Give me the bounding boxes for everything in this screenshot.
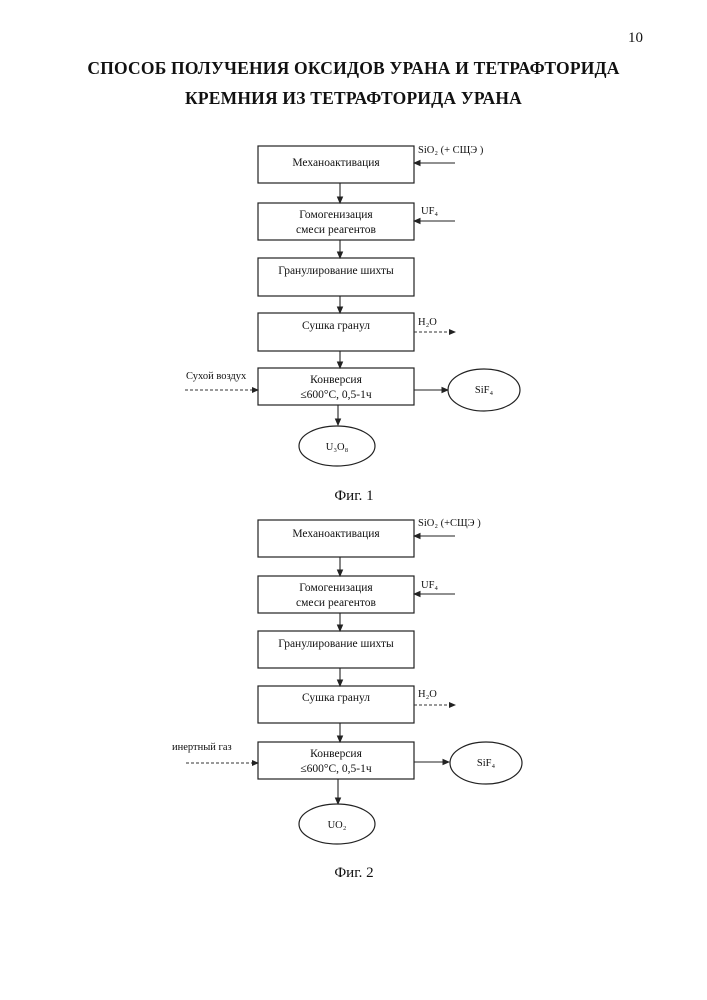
input-sio2-label: SiO₂ (+ СЩЭ )	[418, 145, 484, 156]
step-label: Гранулирование шихты	[278, 265, 394, 277]
figure-2: Механоактивация Гомогенизация смеси реаг…	[172, 518, 522, 881]
input-uf4-label: UF₄	[421, 580, 438, 591]
step-label: Конверсия	[310, 748, 362, 760]
step-label: Гомогенизация	[299, 582, 373, 594]
step-label: Конверсия	[310, 374, 362, 386]
input-gas-label: инертный газ	[172, 742, 232, 753]
step-drying	[258, 313, 414, 351]
step-label: смеси реагентов	[296, 597, 376, 609]
step-label: Сушка гранул	[302, 320, 370, 332]
step-granulation	[258, 258, 414, 296]
input-gas-label: Сухой воздух	[186, 371, 247, 382]
step-label: ≤600°С, 0,5-1ч	[300, 763, 372, 775]
output-h2o-label: H₂O	[418, 317, 437, 328]
figure-1: Механоактивация Гомогенизация смеси реаг…	[185, 145, 520, 504]
step-label: Механоактивация	[292, 528, 380, 540]
input-uf4-label: UF₄	[421, 206, 438, 217]
step-label: Гомогенизация	[299, 209, 373, 221]
step-label: Сушка гранул	[302, 692, 370, 704]
step-label: Механоактивация	[292, 157, 380, 169]
output-sif4-label: SiF₄	[475, 385, 494, 396]
input-sio2-label: SiO₂ (+СЩЭ )	[418, 518, 481, 529]
step-label: ≤600°С, 0,5-1ч	[300, 389, 372, 401]
step-label: смеси реагентов	[296, 224, 376, 236]
product-label: U₃O₈	[326, 442, 349, 453]
output-sif4-label: SiF₄	[477, 758, 496, 769]
output-h2o-label: H₂O	[418, 689, 437, 700]
product-label: UO₂	[328, 820, 347, 831]
figure-caption: Фиг. 1	[334, 488, 373, 504]
figure-caption: Фиг. 2	[334, 865, 373, 881]
step-label: Гранулирование шихты	[278, 638, 394, 650]
